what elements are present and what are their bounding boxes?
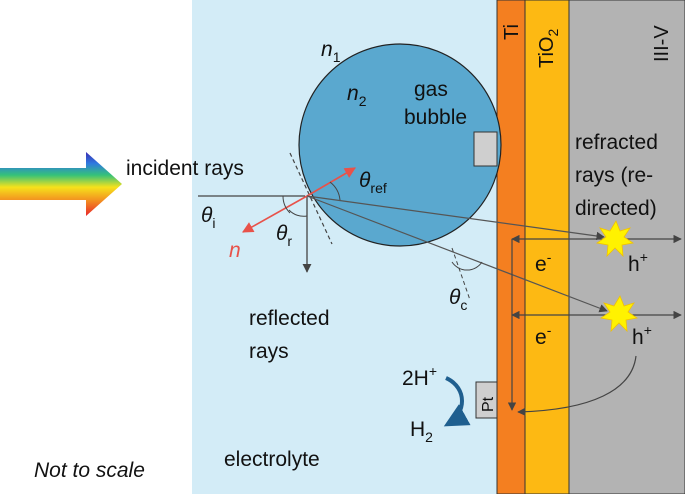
theta-ref-arc [329, 181, 341, 201]
hole-label-1: h+ [628, 249, 648, 276]
theta-ref-label: θref [359, 169, 387, 196]
refracted-label-line1: refracted [575, 131, 658, 154]
n1-label: n1 [321, 38, 341, 65]
gas-bubble [298, 43, 502, 247]
theta-c-label: θc [449, 286, 467, 313]
incident-light-arrow [0, 152, 122, 216]
pt-label: Pt [480, 396, 497, 412]
n2-label: n2 [347, 82, 367, 109]
electron-label-2: e- [535, 322, 552, 349]
electrolyte-label: electrolyte [224, 448, 320, 471]
normal-label: n [229, 239, 241, 262]
reflected-label-line2: rays [249, 340, 289, 363]
incident-rays-label: incident rays [126, 157, 244, 180]
refracted-ray-1 [306, 195, 605, 241]
tio2-label: TiO2 [536, 29, 561, 68]
theta-r-label: θr [276, 222, 292, 249]
ti-layer [496, 0, 526, 495]
iiiv-label: III-V [651, 25, 673, 62]
hydrogen-label: H2 [410, 418, 433, 445]
theta-i-label: θi [201, 204, 216, 231]
refracted-label-line2: rays (re- [575, 164, 653, 187]
tangent-line [289, 152, 333, 245]
refracted-label-line3: directed) [575, 197, 657, 220]
iiiv-layer [568, 0, 685, 495]
contact-tangent [451, 247, 471, 301]
bubble-contact-patch [473, 131, 498, 167]
hole-transfer-curve [517, 355, 637, 416]
tio2-layer [524, 0, 570, 495]
theta-c-arc [451, 261, 483, 271]
bubble-label: bubble [404, 106, 467, 129]
normal-vector-inward [306, 167, 356, 197]
pt-electrode [475, 381, 498, 419]
reflected-label-line1: reflected [249, 307, 330, 330]
proton-label: 2H+ [402, 363, 437, 390]
ti-label: Ti [501, 24, 523, 40]
normal-vector [242, 195, 308, 233]
theta-i-arc [282, 195, 291, 214]
hole-label-2: h+ [632, 322, 652, 349]
absorption-spark-2 [599, 295, 639, 333]
gas-label: gas [414, 78, 448, 101]
scale-note: Not to scale [34, 459, 145, 482]
theta-r-arc [288, 209, 308, 217]
electron-label-1: e- [535, 249, 552, 276]
refracted-ray-2 [306, 195, 608, 313]
h2-evolution-arrow [443, 376, 471, 427]
absorption-spark-1 [595, 220, 635, 258]
